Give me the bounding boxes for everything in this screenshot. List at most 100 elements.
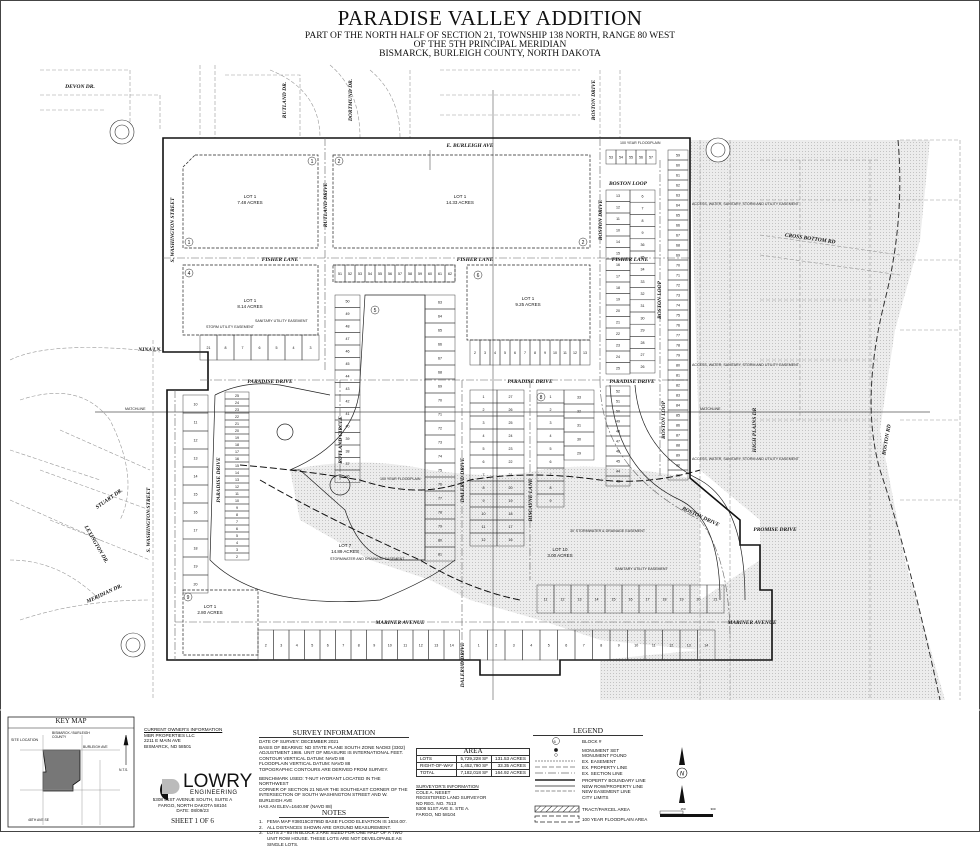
legend-item: MONUMENT SET — [582, 748, 620, 753]
benchmark-line: BENCHMARK USED: T-NUT HYDRANT LOCATED IN… — [259, 775, 381, 787]
lot-number: 12 — [482, 538, 486, 542]
lot-number: 53 — [609, 155, 613, 159]
lot-number: 19 — [680, 597, 684, 601]
lot-number: 89 — [676, 453, 680, 457]
keymap-roads — [20, 735, 120, 825]
sanitary-easement-label: SANITARY UTILITY EASEMENT — [255, 319, 308, 323]
lot-number: 14 — [704, 643, 708, 647]
lot-outline — [629, 360, 656, 374]
lot-number: 81 — [438, 552, 442, 556]
street-boston-rd: BOSTON RD — [881, 424, 892, 457]
matchline-label-2: MATCHLINE — [700, 407, 721, 411]
lot-number: 17 — [194, 528, 198, 532]
lot-number: 4 — [293, 346, 295, 350]
surveyor-line: ND REG. NO. 7513 — [416, 800, 457, 806]
page-title: PARADISE VALLEY ADDITION — [337, 6, 643, 30]
lot-number: 14 — [235, 471, 239, 475]
keymap-frame — [7, 716, 135, 828]
lot-outline — [697, 629, 716, 661]
surveyor-line: FARGO, ND 58104 — [416, 811, 456, 817]
block-number: 4 — [188, 271, 191, 277]
lot-number: 47 — [346, 337, 350, 341]
lot-number: 46 — [616, 449, 620, 453]
lot-number: 5 — [311, 643, 313, 647]
lot-number: 9 — [544, 351, 546, 355]
parcel-b9-lot: LOT 1 — [204, 604, 217, 609]
lot-number: 62 — [676, 183, 680, 187]
lot-number: 83 — [676, 393, 680, 397]
lot-number: 27 — [509, 395, 513, 399]
lot-number: 20 — [235, 429, 239, 433]
lot-number: 66 — [676, 223, 680, 227]
lot-number: 11 — [616, 217, 620, 221]
lot-number: 11 — [482, 525, 486, 529]
lot-number: 82 — [676, 383, 680, 387]
block-number: 5 — [374, 308, 377, 314]
legend-item: NEW ROW/PROPERTY LINE — [582, 784, 644, 789]
lot-number: 1 — [478, 643, 480, 647]
section-corner-symbols — [109, 119, 731, 658]
lot-number: 69 — [676, 253, 680, 257]
lot-number: 48 — [346, 325, 350, 329]
subtitle-1: PART OF THE NORTH HALF OF SECTION 21, TO… — [304, 31, 676, 41]
lot-number: 19 — [235, 436, 239, 440]
owner-line: 2211 E MAIN AVE — [144, 738, 181, 744]
parcel-b8-acres: 3.00 ACRES — [547, 553, 572, 558]
lot-number: 72 — [676, 283, 680, 287]
lot-number: 25 — [235, 394, 239, 398]
lot-number: 75 — [438, 468, 442, 472]
lot-number: 68 — [676, 243, 680, 247]
street-boston-loop-2: BOSTON LOOP — [657, 280, 663, 320]
lot-number: 12 — [573, 351, 577, 355]
lot-outline — [563, 445, 595, 461]
lot-number: 54 — [368, 272, 372, 276]
lot-number: 79 — [676, 353, 680, 357]
lot-number: 32 — [577, 409, 581, 413]
street-rutland-circle: RUTLAND CIRCLE — [338, 416, 344, 465]
lot-outline — [605, 475, 631, 487]
lot-number: 23 — [616, 344, 620, 348]
lot-number: 4 — [296, 643, 298, 647]
sheet-number: SHEET 1 OF 6 — [171, 817, 214, 825]
note-item: 2.ALL DISTANCES SHOWN ARE GROUND MEASURE… — [259, 824, 392, 830]
lot-number: 39 — [346, 437, 350, 441]
note-item: 3.LOTS 2 - 93 IN BLOCK 3 ARE SIZED FOR O… — [259, 830, 403, 847]
lot-number: 6 — [259, 346, 261, 350]
lot-number: 25 — [616, 367, 620, 371]
lot-number: 1 — [483, 395, 485, 399]
lot-number: 2 — [265, 643, 267, 647]
svg-text:300: 300 — [710, 807, 715, 811]
access-easement-label: ACCESS, WATER, SANITARY, STORM AND UTILI… — [692, 202, 800, 206]
lot-number: 5 — [550, 447, 552, 451]
lot-number: 7 — [236, 520, 238, 524]
keymap-nts: N.T.S. — [119, 768, 129, 772]
lot-number: 11 — [544, 597, 548, 601]
lot-number: 12 — [616, 206, 620, 210]
lot-number: 10 — [482, 512, 486, 516]
lot-number: 13 — [194, 456, 198, 460]
street-mariner-2: MARINER AVENUE — [726, 620, 776, 626]
legend-heading: LEGEND — [533, 727, 643, 736]
parcel-b9-acres: 2.80 ACRES — [197, 610, 222, 615]
lot-number: 7 — [642, 207, 644, 211]
storm-easement-label: STORM UTILITY EASEMENT — [206, 325, 255, 329]
lot-number: 42 — [346, 400, 350, 404]
survey-line: TOPOGRAPHIC CONTOURS ARE DERIVED FROM SU… — [259, 766, 389, 772]
block-number: 8 — [540, 395, 543, 401]
engineer-tagline: ENGINEERING — [190, 790, 238, 796]
lot-number: 55 — [378, 272, 382, 276]
street-devon: DEVON DR. — [64, 84, 95, 90]
section-line — [429, 90, 494, 700]
legend-item: EX. EASEMENT — [582, 759, 616, 764]
lot-outline — [182, 574, 209, 594]
parcel-b5-acres: 14.89 ACRES — [331, 549, 359, 554]
lot-number: 33 — [577, 395, 581, 399]
lot-number: 21 — [509, 473, 513, 477]
lot-number: 72 — [438, 426, 442, 430]
street-fisher-3: FISHER LANE — [612, 257, 649, 263]
block-number: 2 — [582, 240, 585, 246]
keymap-burleigh: BURLEIGH AVE — [83, 745, 108, 749]
lot-number: 14 — [595, 597, 599, 601]
